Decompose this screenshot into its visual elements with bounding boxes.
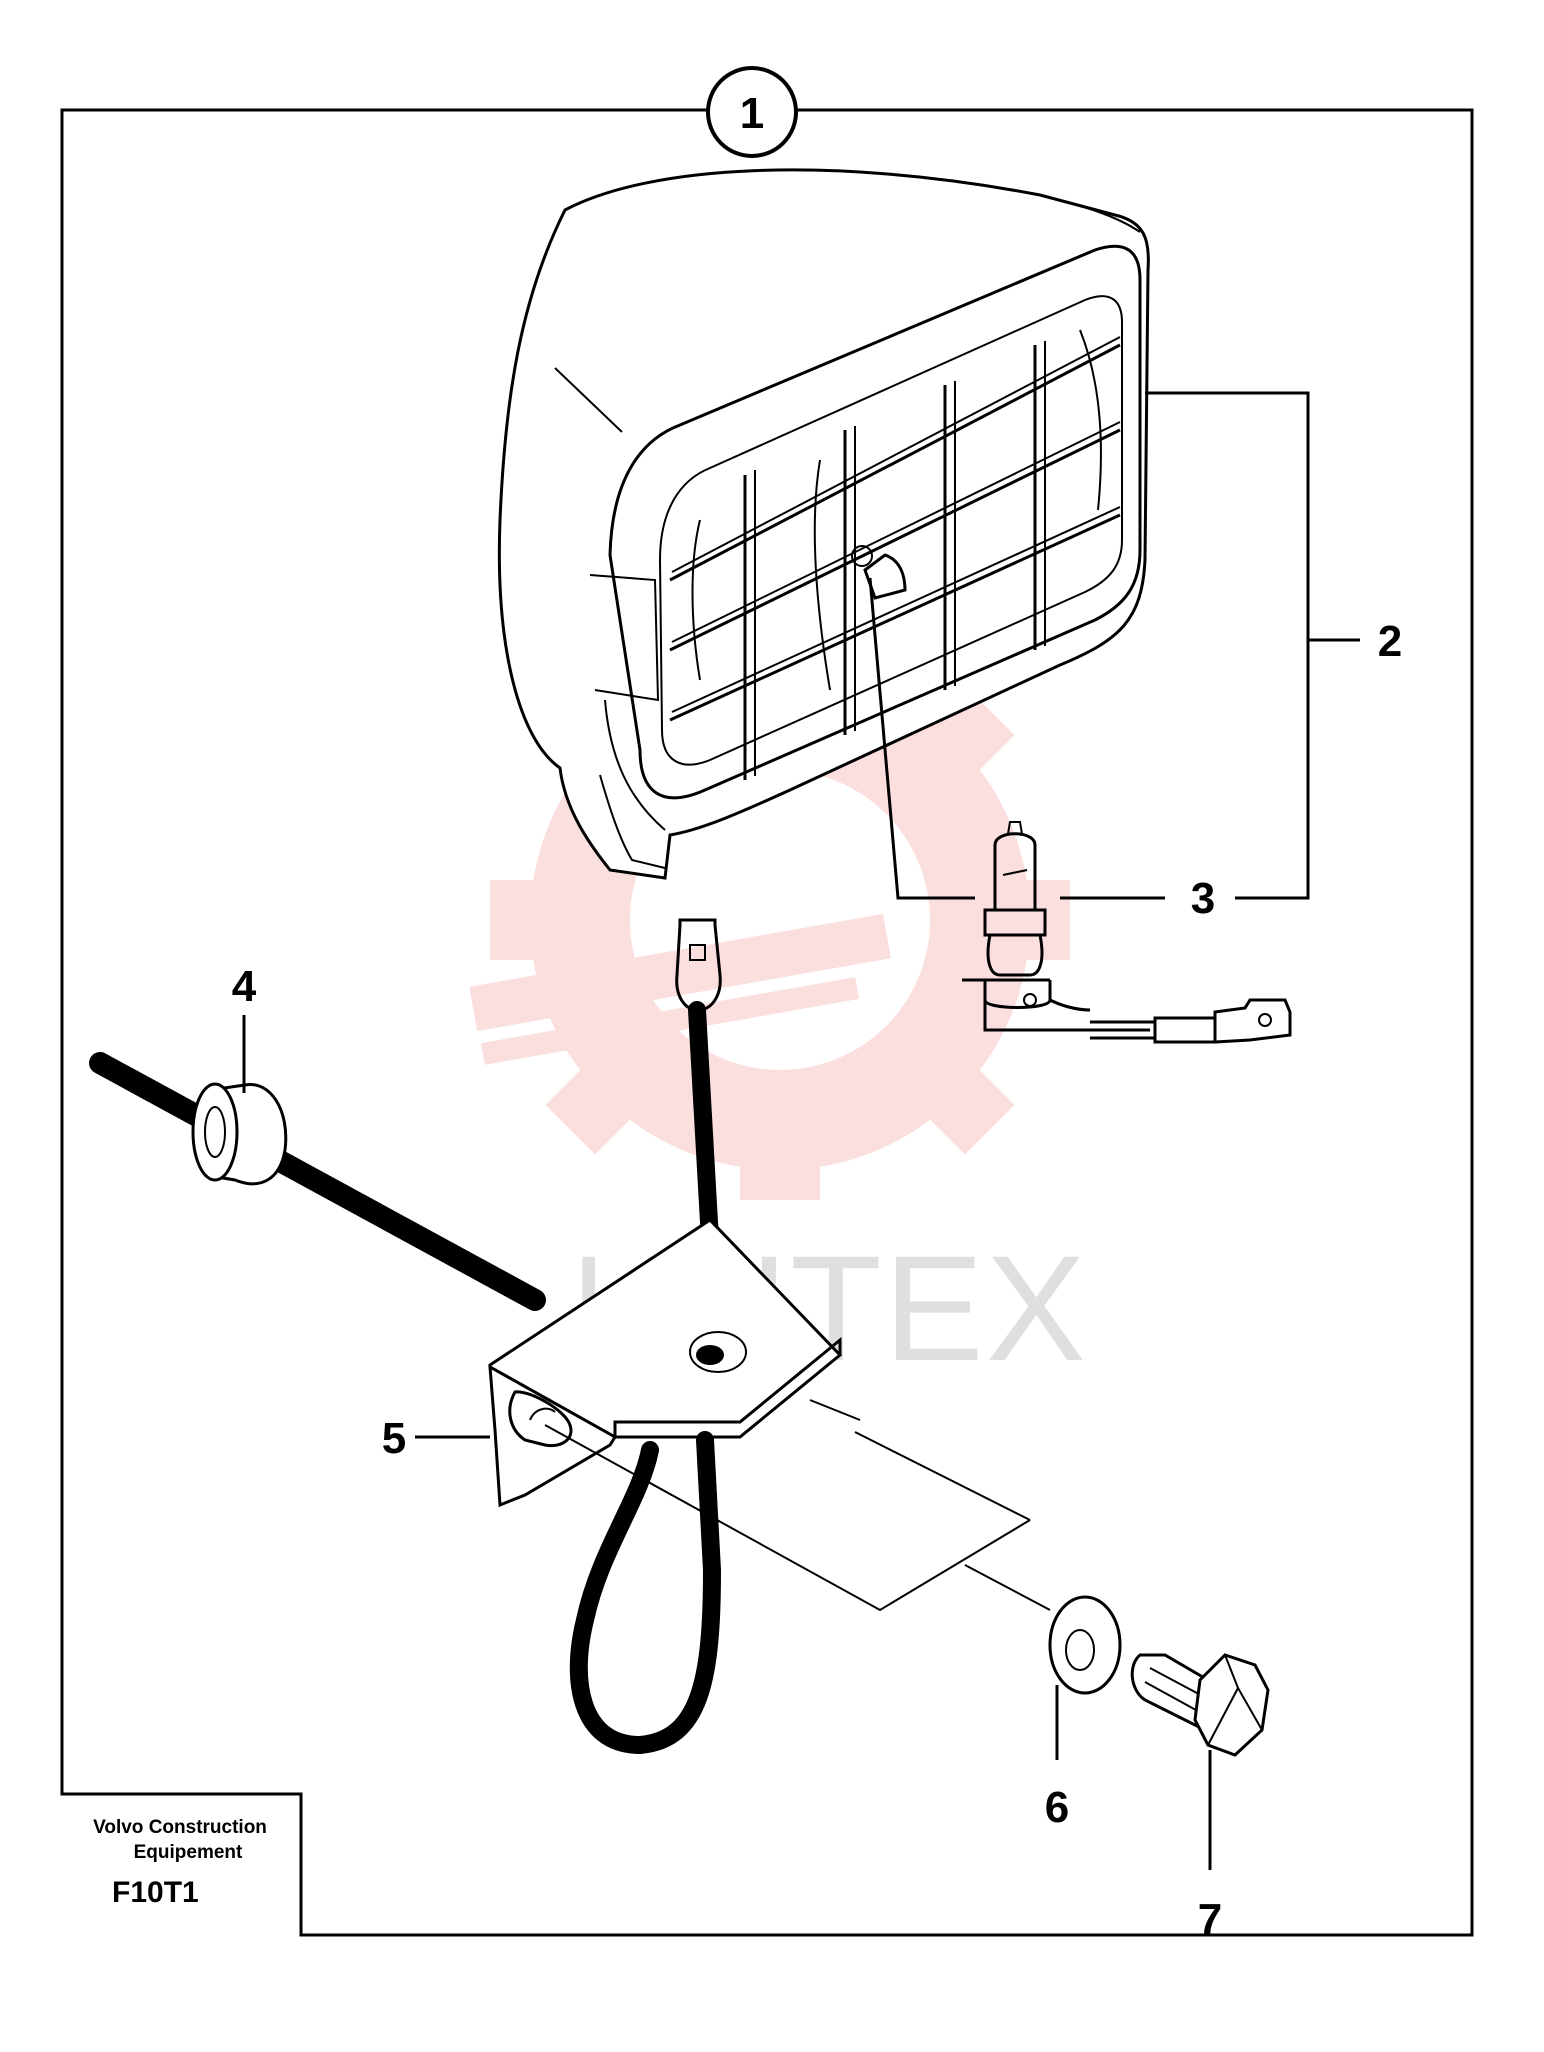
callout-4: 4	[232, 962, 257, 1011]
halogen-bulb	[962, 821, 1292, 1044]
callout-6: 6	[1045, 1783, 1069, 1832]
hex-bolt	[1130, 1653, 1270, 1757]
callout-1: 1	[706, 66, 798, 158]
callout-5: 5	[382, 1414, 406, 1463]
callout-1-label: 1	[740, 89, 764, 138]
washer	[1048, 1595, 1122, 1695]
figure-code: F10T1	[112, 1876, 199, 1909]
leader-lines	[242, 391, 1360, 1870]
mounting-bracket	[488, 1218, 1051, 1755]
callout-2: 2	[1378, 617, 1402, 666]
callout-7: 7	[1198, 1895, 1222, 1944]
manufacturer-line-1: Volvo Construction	[93, 1817, 267, 1838]
drawing-frame	[60, 108, 1474, 1937]
callout-3: 3	[1191, 874, 1215, 923]
rod-with-grommet	[89, 1052, 546, 1311]
manufacturer-line-2: Equipement	[134, 1842, 243, 1863]
work-lamp	[497, 168, 1150, 880]
